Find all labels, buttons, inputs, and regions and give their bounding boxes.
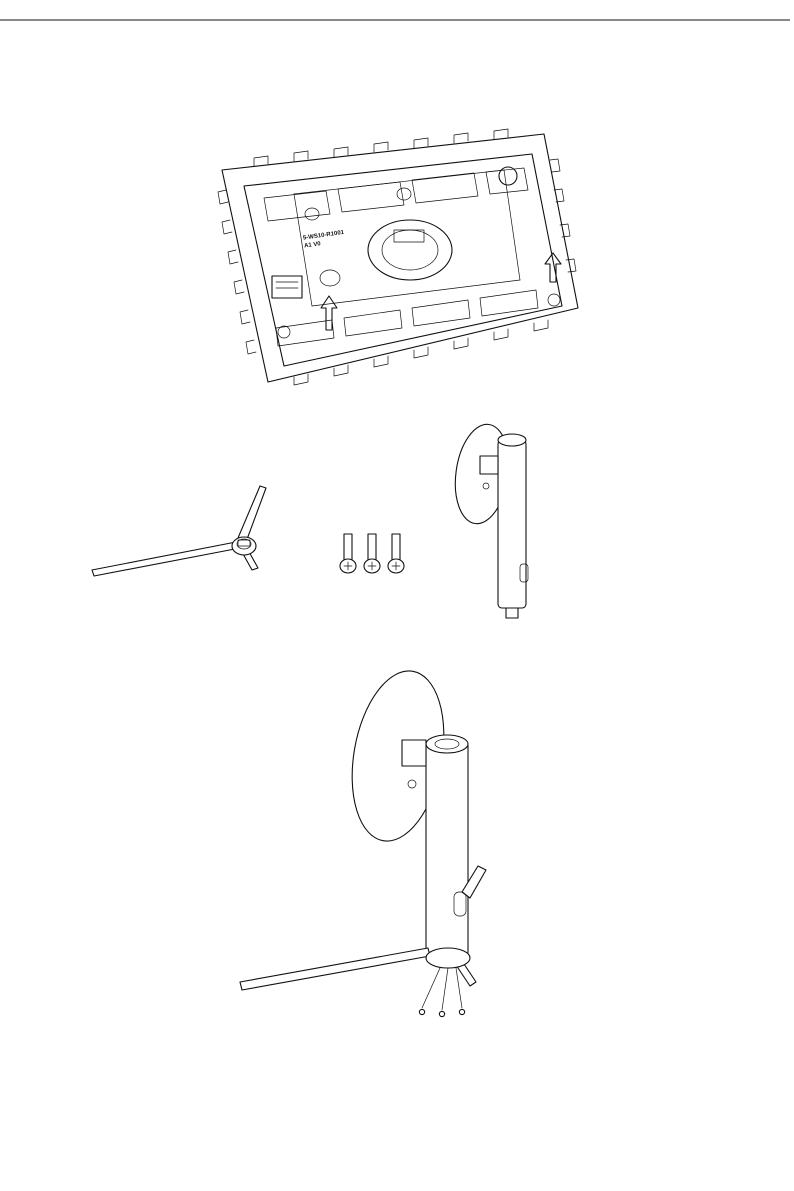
screw-icon — [439, 1011, 444, 1016]
screw-icon — [340, 534, 356, 573]
screws-illustration — [334, 530, 414, 578]
screw-icon — [388, 534, 404, 573]
screw-icon — [364, 534, 380, 573]
foam-packaging-illustration: 5-WS10-R1001 A1 V0 — [214, 130, 584, 400]
stand-base-illustration — [88, 478, 276, 582]
stand-arm-illustration — [440, 418, 548, 624]
screw-icon — [459, 1009, 464, 1014]
screw-icon — [419, 1009, 424, 1014]
assembled-stand-illustration — [232, 696, 502, 1024]
top-rule — [0, 0, 794, 42]
